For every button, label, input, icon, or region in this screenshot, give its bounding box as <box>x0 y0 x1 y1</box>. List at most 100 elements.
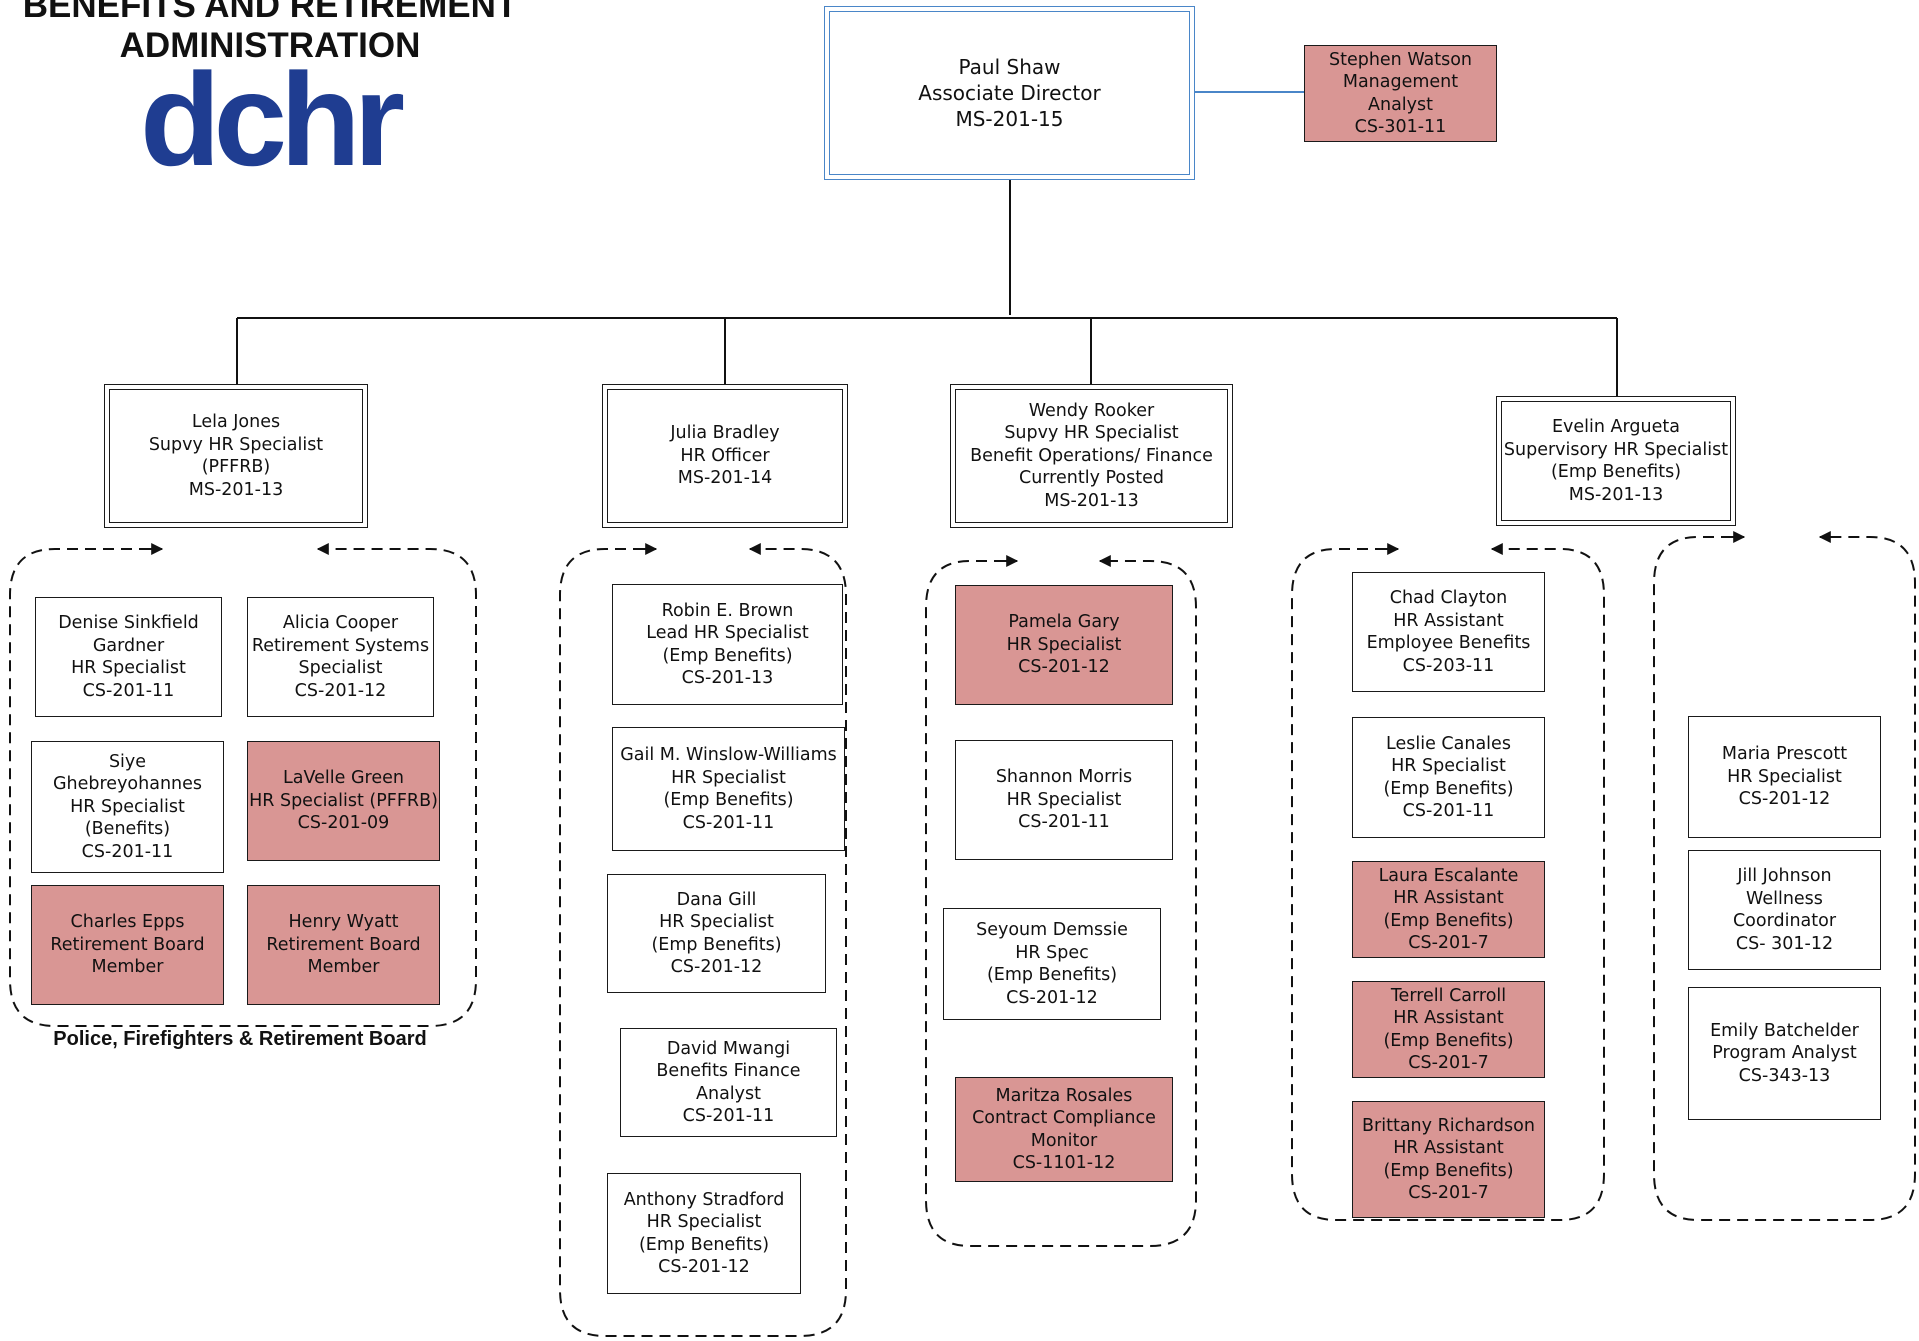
box-line: HR Specialist <box>1391 756 1506 776</box>
box-line: Wendy Rooker <box>1028 400 1155 421</box>
box-line: CS-201-11 <box>1018 812 1110 833</box>
box-line: Specialist <box>298 658 383 678</box>
page-header: BENEFITS AND RETIREMENT ADMINISTRATION <box>20 0 520 66</box>
staff-box-david-mwangi: David Mwangi Benefits Finance Analyst CS… <box>620 1028 837 1137</box>
staff-box-gail-winslow-williams: Gail M. Winslow-Williams HR Specialist (… <box>612 727 845 851</box>
box-line: (Emp Benefits) <box>1550 462 1682 482</box>
manager-box-julia-bradley: Julia Bradley HR Officer MS-201-14 <box>602 384 848 528</box>
staff-box-robin-brown: Robin E. Brown Lead HR Specialist (Emp B… <box>612 584 843 705</box>
staff-box-dana-gill: Dana Gill HR Specialist (Emp Benefits) C… <box>607 874 826 993</box>
box-line: Laura Escalante <box>1378 865 1519 886</box>
group-outline-rooker <box>925 560 1197 1247</box>
staff-box-laura-escalante: Laura Escalante HR Assistant (Emp Benefi… <box>1352 861 1545 958</box>
box-line: CS-1101-12 <box>1012 1153 1116 1173</box>
box-line: Lead HR Specialist <box>646 623 809 643</box>
group-outline-argueta-a <box>1291 548 1605 1221</box>
box-line: LaVelle Green <box>283 768 404 789</box>
box-line: Member <box>307 957 380 978</box>
header-line-2: ADMINISTRATION <box>119 26 421 65</box>
staff-box-lavelle-green: LaVelle Green HR Specialist (PFFRB) CS-2… <box>247 741 440 861</box>
box-line: Pamela Gary <box>1008 612 1120 633</box>
analyst-box: Stephen Watson Management Analyst CS-301… <box>1304 45 1497 142</box>
box-line: (Emp Benefits) <box>1383 778 1514 799</box>
box-line: Seyoum Demssie <box>976 920 1128 940</box>
box-line: Supervisory HR Specialist <box>1503 439 1729 460</box>
box-line: HR Assistant <box>1393 1008 1504 1028</box>
box-line: HR Spec <box>1015 942 1089 963</box>
box-line: Leslie Canales <box>1386 733 1511 754</box>
box-line: MS-201-13 <box>1044 490 1139 511</box>
box-line: CS-201-11 <box>682 1106 775 1126</box>
staff-box-anthony-stradford: Anthony Stradford HR Specialist (Emp Ben… <box>607 1173 801 1294</box>
staff-box-brittany-richardson: Brittany Richardson HR Assistant (Emp Be… <box>1352 1101 1545 1218</box>
box-line: Emily Batchelder <box>1710 1020 1859 1041</box>
header-line-1: BENEFITS AND RETIREMENT <box>22 0 518 25</box>
box-line: CS-201-7 <box>1408 1183 1489 1203</box>
staff-box-leslie-canales: Leslie Canales HR Specialist (Emp Benefi… <box>1352 717 1545 838</box>
staff-box-denise-sinkfield-gardner: Denise Sinkfield Gardner HR Specialist C… <box>35 597 222 717</box>
box-line: Robin E. Brown <box>661 600 794 621</box>
box-line: HR Officer <box>680 445 770 466</box>
box-line: Stephen Watson <box>1328 49 1473 70</box>
box-line: CS-201-11 <box>1402 801 1495 821</box>
box-line: Julia Bradley <box>670 423 780 444</box>
box-line: Employee Benefits <box>1366 633 1531 653</box>
box-line: (Emp Benefits) <box>1383 1160 1514 1181</box>
box-line: Benefit Operations/ Finance <box>970 445 1213 466</box>
staff-box-emily-batchelder: Emily Batchelder Program Analyst CS-343-… <box>1688 987 1881 1120</box>
group-outline-pffrb <box>9 548 477 1027</box>
box-line: CS-201-13 <box>681 668 774 688</box>
box-line: HR Specialist <box>1727 766 1842 787</box>
top-name: Paul Shaw <box>958 55 1061 79</box>
box-line: HR Specialist <box>659 912 774 932</box>
box-line: (Emp Benefits) <box>986 965 1118 985</box>
top-title: Associate Director <box>918 81 1101 105</box>
box-line: (Emp Benefits) <box>663 790 794 810</box>
box-line: Siye <box>108 751 147 772</box>
box-line: Retirement Systems <box>251 635 430 656</box>
box-line: MS-201-13 <box>1568 484 1664 505</box>
box-line: HR Specialist <box>70 796 185 817</box>
box-line: CS-201-7 <box>1408 933 1489 953</box>
box-line: HR Specialist <box>646 1212 762 1232</box>
top-box-paul-shaw: Paul Shaw Associate Director MS-201-15 <box>824 6 1195 180</box>
staff-box-terrell-carroll: Terrell Carroll HR Assistant (Emp Benefi… <box>1352 981 1545 1078</box>
box-line: (PFFRB) <box>201 457 271 477</box>
box-line: HR Assistant <box>1393 888 1504 908</box>
box-line: Gardner <box>92 635 165 656</box>
box-line: Lela Jones <box>191 412 281 432</box>
box-line: CS-301-11 <box>1354 117 1447 137</box>
box-line: CS-201-12 <box>1018 657 1110 678</box>
manager-box-lela-jones: Lela Jones Supvy HR Specialist (PFFRB) M… <box>104 384 368 528</box>
box-line: Charles Epps <box>70 912 185 933</box>
box-line: Shannon Morris <box>995 767 1133 788</box>
box-line: MS-201-14 <box>677 468 773 489</box>
top-grade: MS-201-15 <box>955 107 1064 131</box>
group-outline-bradley <box>559 548 847 1337</box>
box-line: HR Specialist <box>1006 789 1122 810</box>
box-line: Member <box>91 957 164 978</box>
staff-box-maria-prescott: Maria Prescott HR Specialist CS-201-12 <box>1688 716 1881 838</box>
box-line: Dana Gill <box>676 889 757 910</box>
box-line: Currently Posted <box>1018 468 1164 489</box>
box-line: Denise Sinkfield <box>58 613 199 633</box>
box-line: CS-343-13 <box>1738 1065 1831 1086</box>
box-line: (Benefits) <box>84 819 171 840</box>
staff-box-alicia-cooper: Alicia Cooper Retirement Systems Special… <box>247 597 434 717</box>
box-line: CS-201-11 <box>82 680 175 701</box>
box-line: CS-201-12 <box>658 1257 750 1277</box>
staff-box-chad-clayton: Chad Clayton HR Assistant Employee Benef… <box>1352 572 1545 692</box>
box-line: (Emp Benefits) <box>638 1234 770 1255</box>
staff-box-pamela-gary: Pamela Gary HR Specialist CS-201-12 <box>955 585 1173 705</box>
box-line: Brittany Richardson <box>1362 1115 1535 1136</box>
box-line: (Emp Benefits) <box>651 934 782 955</box>
group-outline-argueta-b <box>1653 536 1916 1221</box>
box-line: HR Specialist <box>671 767 786 788</box>
staff-box-henry-wyatt: Henry Wyatt Retirement Board Member <box>247 885 440 1005</box>
box-line: Coordinator <box>1732 911 1837 931</box>
box-line: CS-201-12 <box>294 680 387 701</box>
staff-box-charles-epps: Charles Epps Retirement Board Member <box>31 885 224 1005</box>
box-line: Terrell Carroll <box>1390 985 1507 1006</box>
manager-box-wendy-rooker: Wendy Rooker Supvy HR Specialist Benefit… <box>950 384 1233 528</box>
box-line: Supvy HR Specialist <box>1004 423 1179 444</box>
